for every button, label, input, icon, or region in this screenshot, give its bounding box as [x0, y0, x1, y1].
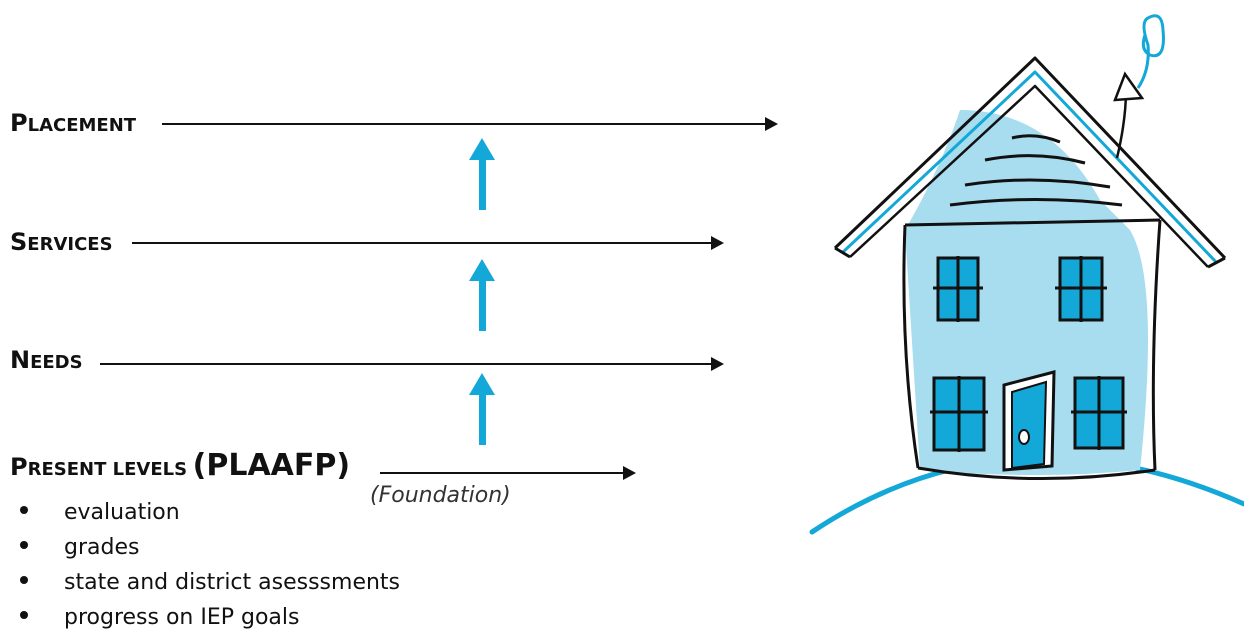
arrow-services — [132, 236, 724, 250]
list-item: grades — [20, 532, 400, 567]
arrow-present — [380, 466, 636, 480]
label-placement-rest: LACEMENT — [27, 115, 137, 136]
label-needs: NEEDS — [10, 348, 83, 372]
foundation-note: (Foundation) — [370, 483, 511, 508]
label-placement-initial: P — [10, 109, 28, 137]
list-item: progress on IEP goals — [20, 602, 400, 637]
bullet-icon — [20, 541, 28, 549]
bullet-icon — [20, 576, 28, 584]
bullet-icon — [20, 611, 28, 619]
label-present-rest: RESENT LEVELS — [27, 459, 188, 480]
label-services: SERVICES — [10, 230, 113, 254]
up-arrow-1 — [469, 138, 495, 210]
list-item: state and district asesssments — [20, 567, 400, 602]
arrow-placement — [162, 117, 778, 131]
label-needs-rest: EEDS — [30, 352, 83, 373]
arrow-needs — [100, 357, 724, 371]
list-item: evaluation — [20, 497, 400, 532]
label-services-rest: ERVICES — [27, 234, 113, 255]
up-arrow-3 — [469, 373, 495, 445]
up-arrow-2 — [469, 259, 495, 331]
label-present-paren: (PLAAFP) — [192, 448, 351, 483]
plaafp-bullet-list: evaluation grades state and district ase… — [20, 497, 400, 637]
bullet-icon — [20, 506, 28, 514]
label-needs-initial: N — [10, 346, 31, 374]
label-placement: PLACEMENT — [10, 111, 136, 135]
label-services-initial: S — [10, 228, 28, 256]
label-present-initial: P — [10, 453, 28, 481]
label-present-levels: PRESENT LEVELS (PLAAFP) — [10, 451, 350, 481]
